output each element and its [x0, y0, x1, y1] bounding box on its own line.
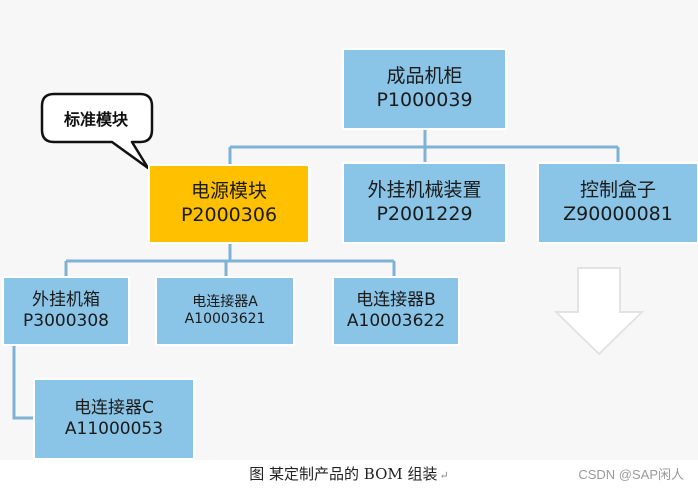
node-hanging-case-code: P3000308: [23, 311, 109, 331]
node-power-module: 电源模块 P2000306: [148, 164, 310, 244]
node-root-name: 成品机柜: [386, 65, 463, 88]
node-hanging-device-name: 外挂机械装置: [367, 179, 482, 202]
node-root-code: P1000039: [376, 89, 473, 111]
callout-bubble: [40, 92, 154, 170]
node-connector-b: 电连接器B A10003622: [332, 276, 460, 346]
figure-caption-text: 图 某定制产品的 BOM 组装: [249, 465, 438, 483]
node-connector-c-code: A11000053: [64, 419, 164, 439]
node-control-box-code: Z90000081: [563, 203, 673, 225]
node-hanging-device: 外挂机械装置 P2001229: [342, 162, 507, 244]
down-arrow-icon: [553, 267, 645, 356]
node-connector-a: 电连接器A A10003621: [155, 276, 295, 346]
tree-connectors: [12, 92, 645, 420]
node-hanging-case: 外挂机箱 P3000308: [2, 276, 130, 346]
connector-case-to-conn-c: [12, 346, 34, 420]
node-hanging-case-name: 外挂机箱: [32, 289, 100, 310]
node-connector-a-code: A10003621: [184, 311, 266, 327]
node-hanging-device-code: P2001229: [376, 203, 473, 225]
node-power-module-name: 电源模块: [190, 180, 267, 203]
paragraph-return-mark: ↵: [439, 469, 449, 482]
node-power-module-code: P2000306: [180, 204, 278, 226]
callout-label: 标准模块: [63, 110, 128, 129]
node-connector-c: 电连接器C A11000053: [33, 378, 195, 460]
node-connector-a-name: 电连接器A: [192, 293, 258, 310]
node-root: 成品机柜 P1000039: [342, 48, 507, 130]
node-control-box: 控制盒子 Z90000081: [537, 162, 698, 244]
figure-caption: 图 某定制产品的 BOM 组装↵: [0, 462, 698, 487]
bom-diagram-canvas: 标准模块 成品机柜 P1000039 电源模块 P2000306 外挂机械装置 …: [2, 48, 698, 460]
watermark: CSDN @SAP闲人: [578, 467, 684, 482]
node-connector-b-name: 电连接器B: [356, 289, 436, 310]
node-control-box-name: 控制盒子: [579, 179, 656, 202]
node-connector-b-code: A10003622: [346, 311, 446, 331]
node-connector-c-name: 电连接器C: [74, 397, 154, 418]
